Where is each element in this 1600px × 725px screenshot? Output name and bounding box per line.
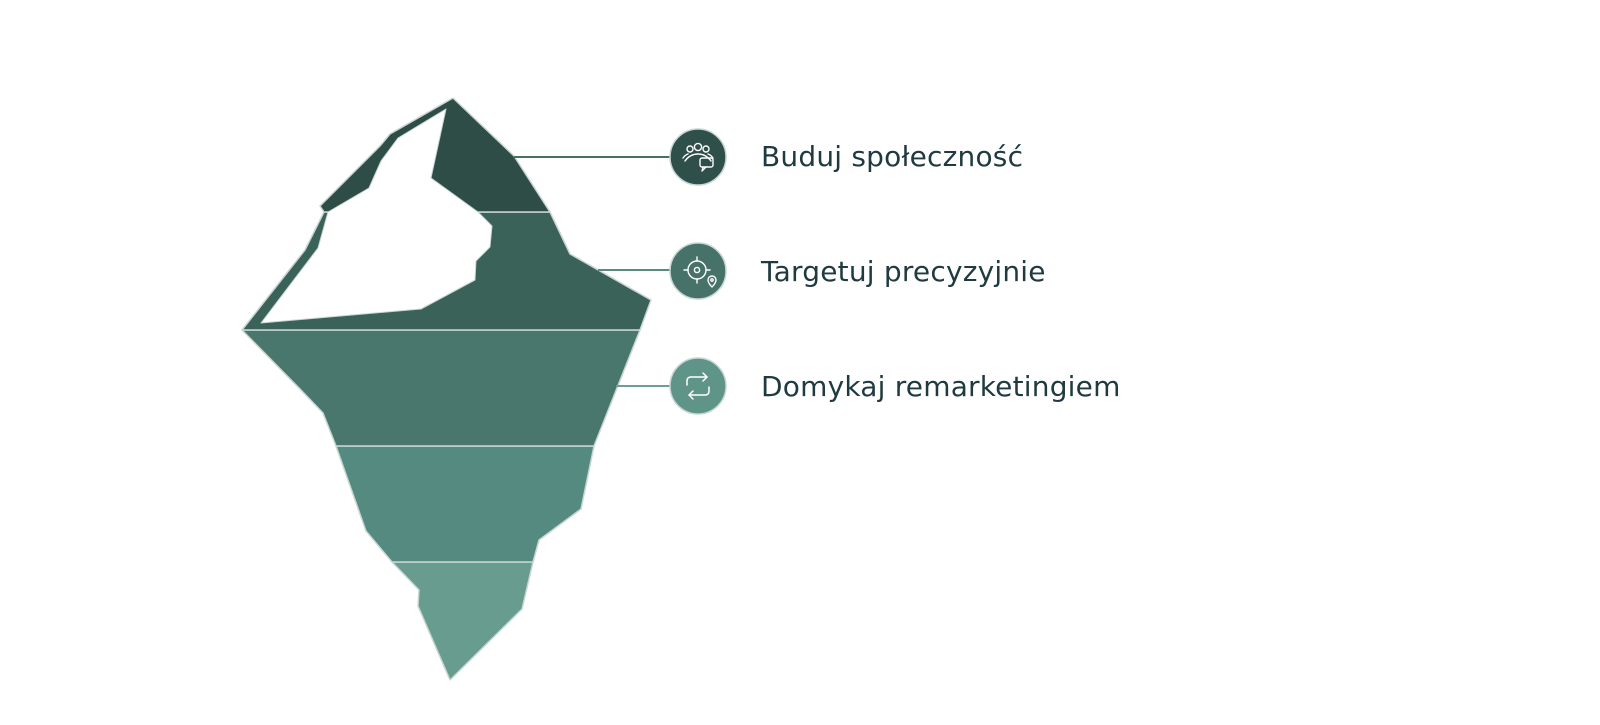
callout-label-target-precisely: Targetuj precyzyjnie <box>761 255 1046 288</box>
callout-2-badge <box>669 242 727 300</box>
target-location-icon <box>683 256 717 288</box>
repeat-icon <box>686 372 710 400</box>
community-chat-icon <box>682 142 714 172</box>
iceberg-tier-4 <box>335 445 595 563</box>
iceberg-snow-cap <box>260 108 493 324</box>
callout-3-badge <box>669 357 727 415</box>
callout-label-close-remarketing: Domykaj remarketingiem <box>761 370 1121 403</box>
iceberg-tier-5 <box>391 561 534 681</box>
callout-1-badge <box>669 128 727 186</box>
iceberg-tier-3 <box>241 329 641 447</box>
callout-label-build-community: Buduj społeczność <box>761 140 1024 173</box>
